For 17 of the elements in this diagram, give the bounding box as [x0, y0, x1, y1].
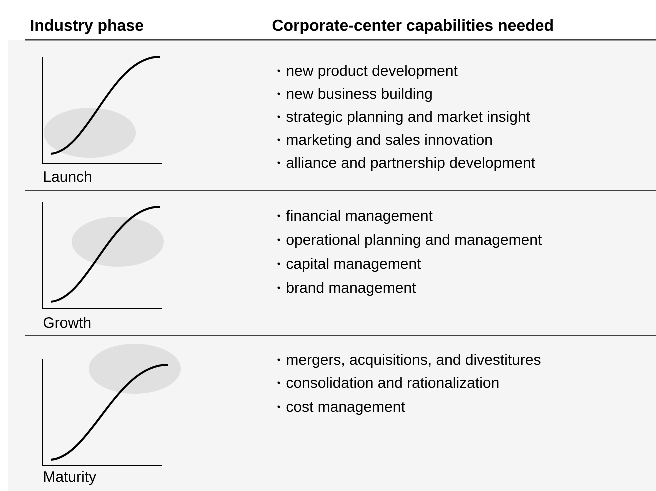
phase-label: Growth [44, 317, 91, 328]
bullet-item: capital management [278, 258, 422, 272]
phase-label: Maturity [44, 471, 96, 486]
bullet-item: marketing and sales innovation [278, 134, 492, 148]
phase-label: Launch [44, 171, 92, 182]
bullet-item: brand management [278, 282, 416, 296]
column-header: Industry phase [31, 19, 144, 34]
bullet-item: alliance and partnership development [278, 157, 536, 172]
bullet-item: new product development [278, 65, 458, 80]
bullet-item: new business building [278, 88, 432, 102]
column-header: Corporate-center capabilities needed [272, 19, 553, 34]
bullet-item: consolidation and rationalization [278, 377, 499, 388]
bullet-item: strategic planning and market insight [278, 111, 530, 126]
bullet-item: mergers, acquisitions, and divestitures [278, 354, 541, 368]
bullet-item: cost management [278, 402, 406, 416]
bullet-item: financial management [278, 210, 433, 224]
bullet-item: operational planning and management [278, 234, 542, 248]
